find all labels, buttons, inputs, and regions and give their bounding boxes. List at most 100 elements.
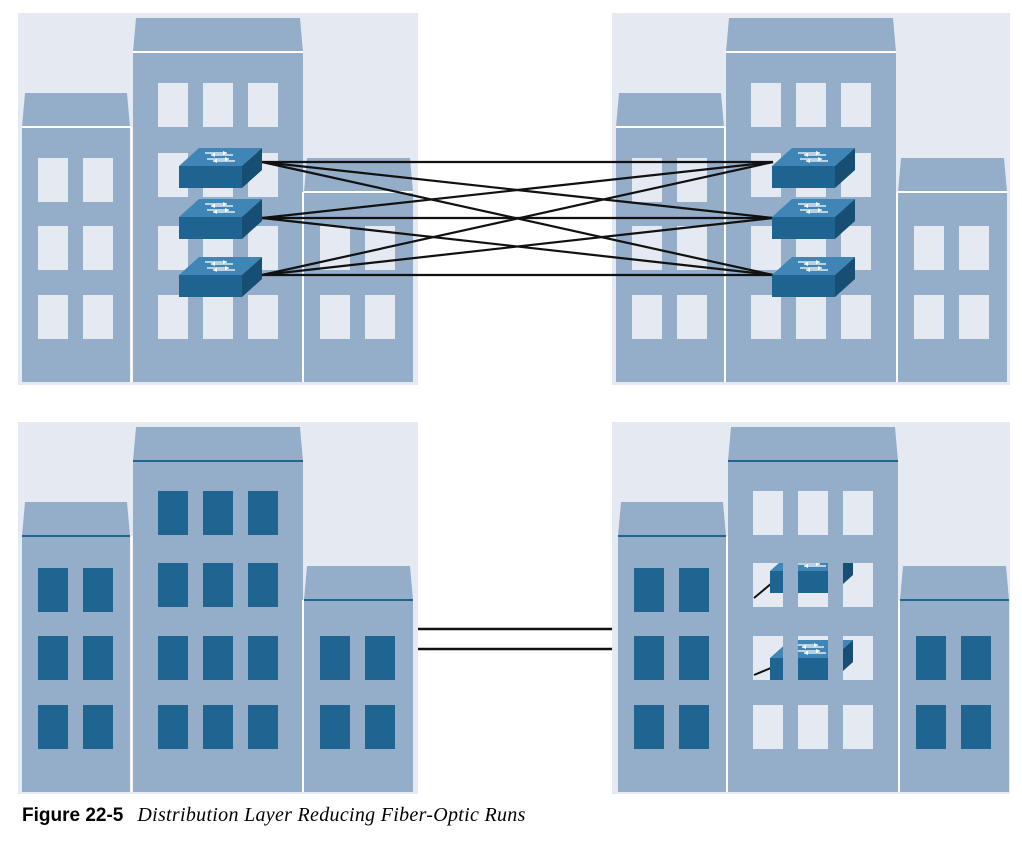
switch-top	[772, 148, 855, 166]
building-window	[365, 295, 395, 339]
building-body	[898, 192, 1007, 382]
building-window	[83, 636, 113, 680]
building-window	[320, 226, 350, 270]
building-window	[751, 83, 781, 127]
switch-icon	[772, 148, 855, 188]
switch-icon	[179, 257, 262, 297]
building-roof	[22, 93, 130, 127]
building-window	[841, 295, 871, 339]
switch-top	[772, 199, 855, 217]
switch-arrowhead	[211, 204, 215, 208]
switch-arrowhead	[223, 151, 227, 155]
switch-top	[179, 148, 262, 166]
building-column	[783, 632, 798, 682]
building-window	[961, 705, 991, 749]
switch-arrowhead	[816, 202, 820, 206]
building-body	[900, 600, 1009, 792]
building-window	[248, 83, 278, 127]
building-window	[841, 83, 871, 127]
building-window	[38, 568, 68, 612]
building-icon	[22, 93, 130, 382]
building-window	[38, 705, 68, 749]
building-window	[158, 563, 188, 607]
building-window	[158, 295, 188, 339]
switch-top	[179, 257, 262, 275]
switch-front	[179, 217, 242, 239]
switch-arrowhead	[804, 262, 808, 266]
building-window	[38, 158, 68, 202]
building-window	[203, 563, 233, 607]
building-window	[248, 636, 278, 680]
building-icon	[133, 427, 303, 792]
building-window	[959, 295, 989, 339]
building-window	[248, 295, 278, 339]
building-window	[203, 636, 233, 680]
building-window	[365, 636, 395, 680]
building-window	[38, 226, 68, 270]
switch-side	[835, 257, 855, 297]
switch-side	[242, 199, 262, 239]
building-icon	[728, 427, 898, 792]
building-icon	[618, 502, 726, 792]
building-roof	[22, 502, 130, 536]
building-window	[751, 295, 781, 339]
building-roof	[728, 427, 898, 461]
building-window	[634, 636, 664, 680]
switch-front	[772, 166, 835, 188]
building-window	[634, 568, 664, 612]
switch-arrowhead	[816, 563, 820, 566]
figure-title: Distribution Layer Reducing Fiber-Optic …	[137, 804, 526, 826]
building-column	[783, 560, 798, 610]
switch-front	[772, 275, 835, 297]
building-window	[843, 705, 873, 749]
switch-arrowhead	[804, 651, 808, 655]
switch-arrowhead	[816, 649, 820, 653]
building-window	[158, 636, 188, 680]
building-window	[796, 295, 826, 339]
building-window	[248, 563, 278, 607]
building-window	[843, 491, 873, 535]
switch-front	[179, 275, 242, 297]
building-roof	[133, 427, 303, 461]
switch-arrowhead	[806, 159, 810, 163]
building-window	[38, 636, 68, 680]
building-icon	[304, 566, 413, 792]
figure-number: Figure 22-5	[22, 805, 124, 826]
building-group-bottom-left	[22, 427, 413, 792]
building-icon	[616, 93, 724, 382]
building-window	[83, 295, 113, 339]
building-window	[959, 226, 989, 270]
building-window	[753, 491, 783, 535]
switch-arrowhead	[804, 564, 808, 568]
switch-front	[770, 658, 833, 680]
building-window	[914, 226, 944, 270]
building-window	[158, 491, 188, 535]
building-body	[304, 192, 413, 382]
fiber-link	[261, 160, 774, 277]
switch-icon	[772, 257, 855, 297]
building-window	[677, 295, 707, 339]
figure-caption: Figure 22-5 Distribution Layer Reducing …	[22, 804, 526, 834]
switch-arrowhead	[225, 208, 229, 212]
switch-arrowhead	[213, 210, 217, 214]
switch-front	[772, 217, 835, 239]
building-window	[679, 636, 709, 680]
building-roof	[618, 502, 726, 536]
building-window	[753, 705, 783, 749]
switch-side	[835, 148, 855, 188]
switch-arrowhead	[818, 208, 822, 212]
switch-top	[179, 199, 262, 217]
building-window	[796, 83, 826, 127]
building-body	[304, 600, 413, 792]
switch-arrowhead	[225, 266, 229, 270]
building-column	[828, 560, 843, 610]
building-window	[83, 158, 113, 202]
building-window	[798, 705, 828, 749]
switch-icon	[772, 199, 855, 239]
building-window	[961, 636, 991, 680]
building-roof	[133, 18, 303, 52]
building-window	[248, 705, 278, 749]
building-roof	[304, 566, 413, 600]
building-window	[365, 705, 395, 749]
building-window	[158, 83, 188, 127]
